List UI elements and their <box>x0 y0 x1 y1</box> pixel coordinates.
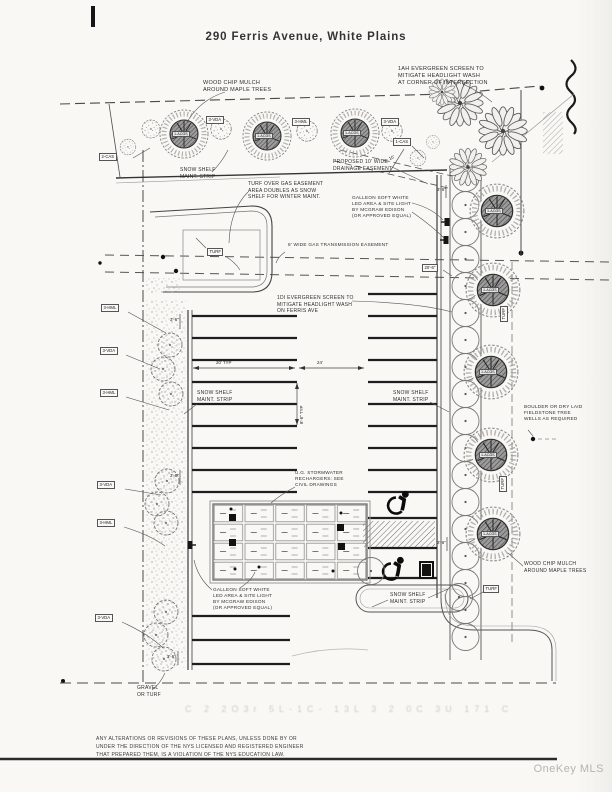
dimension-tag: 20'-6" <box>422 264 438 272</box>
label-evergreen-screen-ferris: 1DI EVERGREEN SCREEN TO MITIGATE HEADLIG… <box>277 295 354 314</box>
ornamental-tree-icon <box>477 105 529 157</box>
shrub-icon <box>426 135 440 149</box>
dim-3-6: 3'-6" <box>167 654 176 659</box>
leader-lines <box>121 83 556 691</box>
evergreen-tree-icon <box>451 272 480 300</box>
plant-tag-vda: 3-VDA <box>381 118 399 126</box>
label-snow-shelf-mid-left: SNOW SHELF MAINT. STRIP <box>197 390 233 403</box>
turf-tag: TURF <box>483 585 500 593</box>
dim-3-6: 3'-6" <box>170 473 179 478</box>
shrub-icon <box>157 332 183 358</box>
page-title: 290 Ferris Avenue, White Plains <box>205 31 407 43</box>
evergreen-tree-icon <box>451 569 480 597</box>
ada-parking <box>363 484 435 584</box>
plant-tag-cas: 2-CAS <box>99 153 117 161</box>
parking-sign <box>419 561 434 579</box>
label-snow-shelf-top: SNOW SHELF MAINT. STRIP <box>180 167 216 180</box>
label-wood-chip-mulch-bottom: WOOD CHIP MULCH AROUND MAPLE TREES <box>524 561 587 574</box>
label-drainage-easement: PROPOSED 10' WIDE DRAINAGE EASEMENT <box>333 159 393 172</box>
evergreen-tree-icon <box>451 623 480 651</box>
snow-shelf-line <box>115 169 448 184</box>
evergreen-tree-icon <box>451 380 480 408</box>
parking-stalls <box>192 292 437 666</box>
label-turf-gas-easement: TURF OVER GAS EASEMENT AREA DOUBLES AS S… <box>248 181 324 200</box>
ornamental-tree-icon <box>448 147 488 187</box>
evergreen-tree-icon <box>451 461 480 489</box>
site-light-icon <box>186 540 197 550</box>
turf-tag: TURF <box>207 248 224 256</box>
shrub-icon <box>150 356 176 382</box>
label-boulder-tree-wells: BOULDER OR DRY LAID FIELDSTONE TREE WELL… <box>524 404 583 422</box>
evergreen-tree-icon <box>451 218 480 246</box>
evergreen-tree-icon <box>451 407 480 435</box>
evergreen-tree-icon <box>451 488 480 516</box>
label-galleon-light-right: GALLEON SOFT WHITE LED AREA & SITE LIGHT… <box>352 195 412 219</box>
maple-tag: 1-ACGS <box>479 369 497 376</box>
plant-tag-hml: 3-HML <box>101 304 119 312</box>
dim-8-6-typ: 8'-6" TYP <box>299 405 304 424</box>
label-gravel-or-turf: GRAVEL OR TURF <box>137 685 161 698</box>
maple-tag: 1-ACGS <box>481 531 499 538</box>
turf-easement-area <box>146 205 273 294</box>
shrub-icon <box>153 510 179 536</box>
dim-3-6: 3'-6" <box>437 540 446 545</box>
shrub-icon <box>119 138 137 156</box>
shrub-icon <box>409 149 427 167</box>
dim-3-6: 3'-6" <box>170 317 179 322</box>
label-snow-shelf-bottom: SNOW SHELF MAINT. STRIP <box>390 592 426 605</box>
shrub-icon <box>143 622 169 648</box>
stormwater-recharger-grid <box>209 500 371 584</box>
light-fixtures <box>186 217 451 550</box>
plant-tag-cas: 1-CAS <box>393 138 411 146</box>
maple-tag: 1-ACGS <box>343 130 361 137</box>
engineer-disclaimer: ANY ALTERATIONS OR REVISIONS OF THESE PL… <box>96 736 304 758</box>
evergreen-tree-icon <box>451 299 480 327</box>
shrub-icon <box>141 119 161 139</box>
maple-tag: 1-ACGS <box>485 208 503 215</box>
access-aisle-hatch <box>363 521 435 547</box>
easement-lines <box>104 149 611 281</box>
plant-tag-vda: 3-VDA <box>206 116 224 124</box>
label-evergreen-screen-corner: 1AH EVERGREEN SCREEN TO MITIGATE HEADLIG… <box>398 66 488 87</box>
shrub-icon <box>158 381 184 407</box>
plant-tag-vda: 3-VDA <box>100 347 118 355</box>
watermark: OneKey MLS <box>533 763 604 775</box>
dim-24: 24' <box>317 360 323 365</box>
plant-tag-hml: 3-HML <box>292 118 310 126</box>
turf-tag: TURF <box>500 305 508 322</box>
evergreen-tree-icon <box>451 245 480 273</box>
label-stormwater-rechargers: U.G. STORMWATER RECHARGERS: SEE CIVIL DR… <box>295 470 344 488</box>
label-gas-transmission-easement: 8' WIDE GAS TRANSMISSION EASEMENT <box>288 242 389 247</box>
dimension-lines <box>177 148 448 665</box>
label-snow-shelf-mid-right: SNOW SHELF MAINT. STRIP <box>393 390 429 403</box>
south-driveway <box>291 584 557 681</box>
plant-tag-hml: 3-HML <box>97 519 115 527</box>
plant-tag-hml: 3-HML <box>100 389 118 397</box>
parking-curbs <box>187 168 482 670</box>
evergreen-tree-icon <box>451 542 480 570</box>
label-galleon-light-bottom: GALLEON SOFT WHITE LED AREA & SITE LIGHT… <box>213 587 273 611</box>
dim-20-typ: 20' TYP <box>216 360 232 365</box>
plant-tag-vda: 3-VDA <box>95 614 113 622</box>
maple-tag: 1-ACGS <box>479 452 497 459</box>
maple-tag: 1-ACGS <box>255 133 273 140</box>
maple-tag: 1-ACGS <box>172 131 190 138</box>
label-wood-chip-mulch-top: WOOD CHIP MULCH AROUND MAPLE TREES <box>203 80 272 94</box>
evergreen-tree-icon <box>451 326 480 354</box>
bleed-through-text: C 2 2O3r 5L-1C- 13L 3 2 0C 3U 171 C <box>185 704 514 714</box>
plant-tag-vda: 3-VDA <box>97 481 115 489</box>
turf-tag: TURF <box>499 475 507 492</box>
maple-tag: 1-ACGS <box>481 287 499 294</box>
dim-3-6: 3'-6" <box>437 187 446 192</box>
shrub-icon <box>153 599 179 625</box>
boundary-lines <box>59 85 556 684</box>
